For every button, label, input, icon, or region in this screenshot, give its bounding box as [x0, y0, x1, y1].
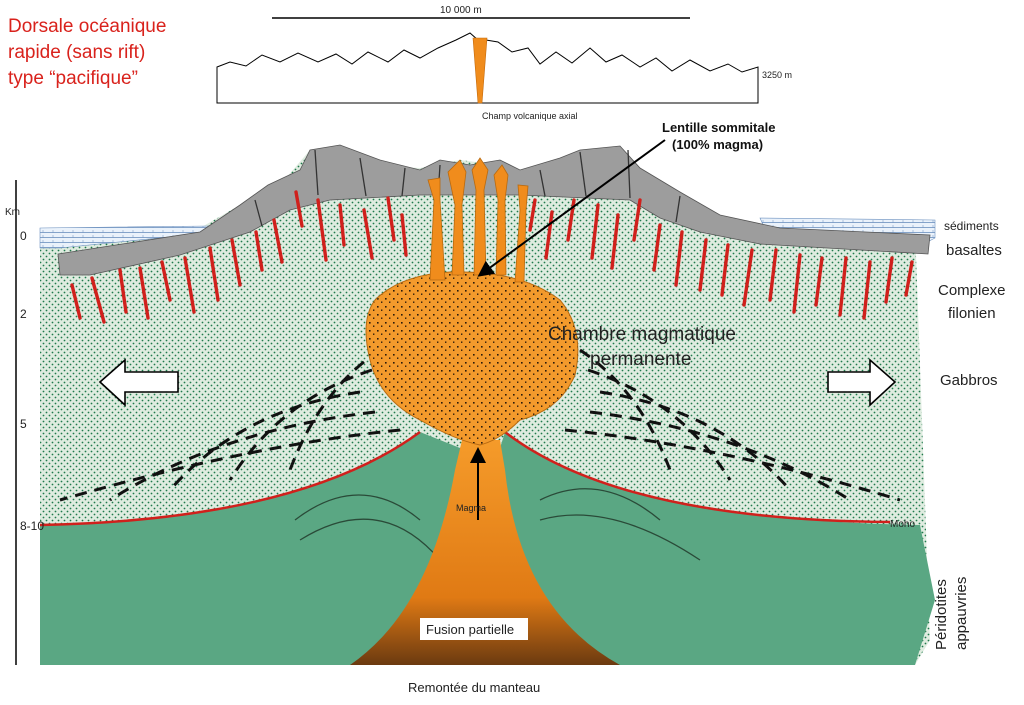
axial-volcano-mark [472, 37, 488, 104]
mantle-left [40, 432, 470, 665]
title-line2: rapide (sans rift) [8, 42, 145, 63]
profile-depth-label: 3250 m [762, 70, 792, 80]
depth-tick-0: 0 [20, 229, 27, 243]
layer-labels: sédiments basaltes Complexe filonien Gab… [890, 219, 1006, 650]
sheeted-dikes [70, 190, 914, 324]
spreading-arrow-left [98, 358, 179, 407]
gabbros-label: Gabbros [940, 372, 998, 389]
chamber-label-line2: permanente [590, 349, 691, 370]
magma-label: Magma [456, 503, 486, 513]
ridge-profile-inset: 10 000 m 3250 m Champ volcanique axial [216, 5, 792, 121]
lens-pointer-arrow [477, 139, 666, 277]
axial-feeder-dikes [427, 157, 529, 283]
depth-tick-8-10: 8-10 [20, 519, 44, 533]
dikes-label-line1: Complexe [938, 282, 1006, 299]
fusion-label: Fusion partielle [426, 622, 514, 637]
depth-tick-2: 2 [20, 307, 27, 321]
basalts-label: basaltes [946, 242, 1002, 259]
profile-width-label: 10 000 m [440, 5, 482, 16]
lens-label-line1: Lentille sommitale [662, 120, 775, 135]
moho-line-left [39, 430, 421, 527]
magma-chamber [365, 271, 579, 446]
mantle-right [495, 432, 935, 665]
magma-plume [350, 440, 620, 665]
chamber-label-line1: Chambre magmatique [548, 324, 736, 345]
title-line3: type “pacifique” [8, 68, 138, 89]
dikes-label-line2: filonien [948, 305, 996, 322]
peridotites-label-line2: appauvries [953, 577, 970, 650]
basalt-layer [57, 144, 931, 276]
sediments-left [39, 225, 219, 249]
upwelling-label: Remontée du manteau [408, 680, 540, 695]
moho-line-right [504, 431, 891, 524]
title-line1: Dorsale océanique [8, 16, 166, 37]
lens-label-line2: (100% magma) [672, 137, 763, 152]
axial-field-label: Champ volcanique axial [482, 111, 578, 121]
fusion-label-box [420, 618, 528, 640]
moho-label: Moho [890, 519, 915, 530]
mantle-flow-lines [294, 488, 701, 561]
basalt-fault-lines [254, 149, 681, 227]
spreading-arrow-right [827, 358, 897, 407]
profile-outline [216, 32, 759, 104]
peridotites-label-line1: Péridotites [933, 579, 950, 650]
sediments-label: sédiments [944, 219, 999, 233]
depth-tick-5: 5 [20, 417, 27, 431]
depth-unit-label: Km [5, 207, 20, 218]
diagram-title: Dorsale océanique rapide (sans rift) typ… [8, 16, 166, 89]
depth-scale: Km 0 2 5 8-10 [5, 180, 44, 665]
gabbro-flow-lines [59, 348, 901, 502]
